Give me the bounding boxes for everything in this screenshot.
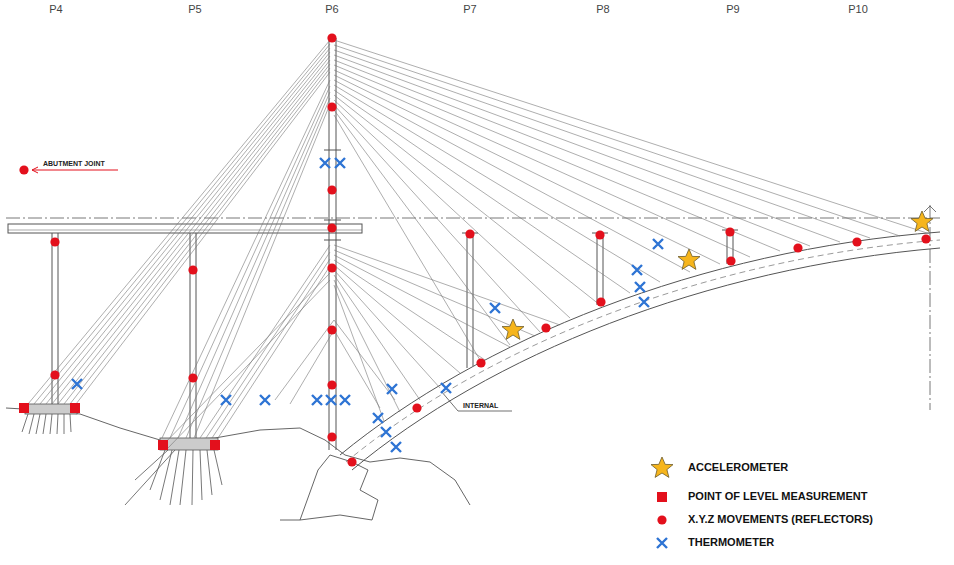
- leader-label: INTERNAL: [462, 402, 499, 409]
- stay-cables: [28, 40, 930, 448]
- legend-text: THERMOMETER: [688, 536, 774, 548]
- pier-label: P6: [325, 3, 338, 15]
- legend-text: X.Y.Z MOVEMENTS (REFLECTORS): [688, 513, 873, 525]
- arch: [340, 232, 940, 470]
- thermometer-markers: [72, 158, 663, 452]
- joint-label: ABUTMENT JOINT: [42, 160, 106, 167]
- pier-label: P4: [49, 3, 62, 15]
- legend-text: POINT OF LEVEL MEASUREMENT: [688, 490, 867, 502]
- level-markers: [19, 403, 220, 450]
- legend-text: ACCELEROMETER: [688, 461, 788, 473]
- pier-label: P8: [596, 3, 609, 15]
- pier-label: P7: [463, 3, 476, 15]
- terrain: [6, 408, 470, 520]
- deck: [6, 205, 940, 410]
- legend-symbols: [651, 457, 673, 548]
- pier-label: P10: [848, 3, 868, 15]
- piers: [52, 38, 738, 450]
- reflector-markers: [19, 33, 930, 466]
- foundation: [22, 404, 222, 505]
- accelerometer-markers: [502, 211, 933, 339]
- pier-label: P9: [726, 3, 739, 15]
- pier-label: P5: [188, 3, 201, 15]
- leader-lines: [32, 167, 512, 411]
